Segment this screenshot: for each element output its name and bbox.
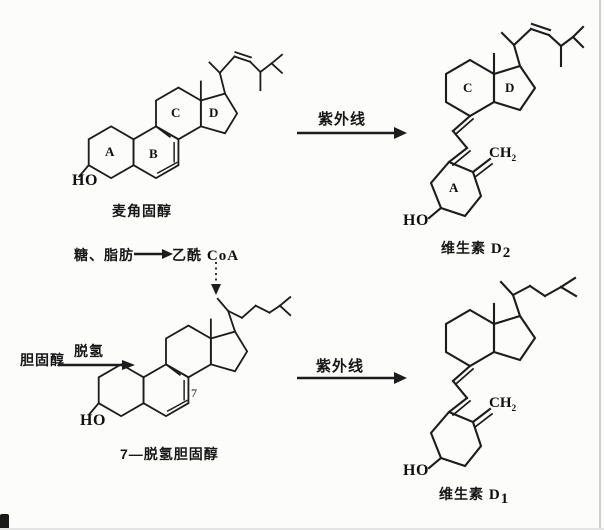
scan-smudge-corner (0, 514, 9, 530)
vitamin-letter: D (488, 487, 501, 503)
ergosterol-type-side-chain (500, 22, 585, 68)
a-ring (427, 157, 494, 220)
ring-d-label: D (209, 105, 219, 120)
vitamin-d2-structure (427, 22, 585, 220)
dehydrocholesterol-name: 7—脱氢胆固醇 (120, 446, 219, 462)
ergosterol-hydroxyl-label: HO (72, 172, 98, 189)
triene-bridge (447, 364, 475, 417)
cholesterol-side-chain (216, 295, 292, 333)
acetyl-coa-label: 乙酰 CoA (172, 245, 239, 265)
dhc-hydroxyl-label: HO (80, 412, 106, 429)
ring-c-label: C (171, 105, 181, 120)
ring-d-label: D (505, 80, 515, 95)
vitamin-subscript: 1 (500, 490, 510, 507)
ring-c-label: C (463, 80, 473, 95)
dehydrocholesterol-structure (87, 295, 292, 418)
vitamin-d1-hydroxyl-label: HO (403, 462, 429, 479)
methylene-text: CH (489, 395, 512, 411)
ergosterol-side-chain (208, 51, 284, 95)
vitamin-letter: D (490, 241, 503, 257)
methylene-group-label: CH2 (489, 145, 516, 164)
substrates-label: 糖、脂肪 (74, 247, 134, 263)
cd-rings (444, 52, 537, 118)
steroid-rings (87, 318, 249, 418)
methylene-text: CH (489, 145, 512, 161)
vitamin-d2-name: 维生素 D2 (441, 238, 511, 262)
dehydrogenation-label: 脱氢 (74, 343, 104, 359)
ergosterol-name: 麦角固醇 (112, 203, 172, 219)
acetyl-cn-text: 乙酰 (172, 247, 202, 263)
ergosterol-structure (77, 51, 284, 180)
methylene-group-label: CH2 (489, 395, 516, 414)
right-arrow-icon (297, 127, 407, 139)
coa-text: CoA (206, 248, 240, 264)
right-arrow-icon (134, 249, 173, 259)
right-arrow-icon (297, 372, 407, 384)
vitamin-d2-hydroxyl-label: HO (403, 212, 429, 229)
methylene-subscript: 2 (511, 404, 517, 414)
uv-condition-bottom-label: 紫外线 (316, 358, 365, 375)
vitamin-d1-structure (427, 276, 578, 470)
scan-edge-bottom (0, 528, 604, 530)
triene-bridge (447, 114, 475, 167)
vitamin-name-cn: 维生素 (441, 240, 486, 256)
carbon-7-position-label: 7 (191, 386, 197, 400)
vitamin-name-cn: 维生素 (439, 486, 484, 502)
a-ring (427, 407, 494, 470)
methylene-subscript: 2 (511, 154, 517, 164)
vitamin-subscript: 2 (502, 244, 512, 261)
ring-a-label: A (105, 144, 115, 159)
uv-condition-top-label: 紫外线 (318, 111, 367, 128)
ring-a-label: A (449, 180, 459, 195)
steroid-rings (77, 80, 239, 180)
cholesterol-type-side-chain (499, 276, 578, 318)
scan-edge-right (599, 0, 601, 530)
ring-b-label: B (149, 146, 158, 161)
cd-rings (444, 302, 537, 368)
cholesterol-label: 胆固醇 (20, 352, 65, 368)
dashed-down-arrow-icon (211, 262, 221, 295)
vitamin-d1-name: 维生素 D1 (439, 484, 509, 508)
